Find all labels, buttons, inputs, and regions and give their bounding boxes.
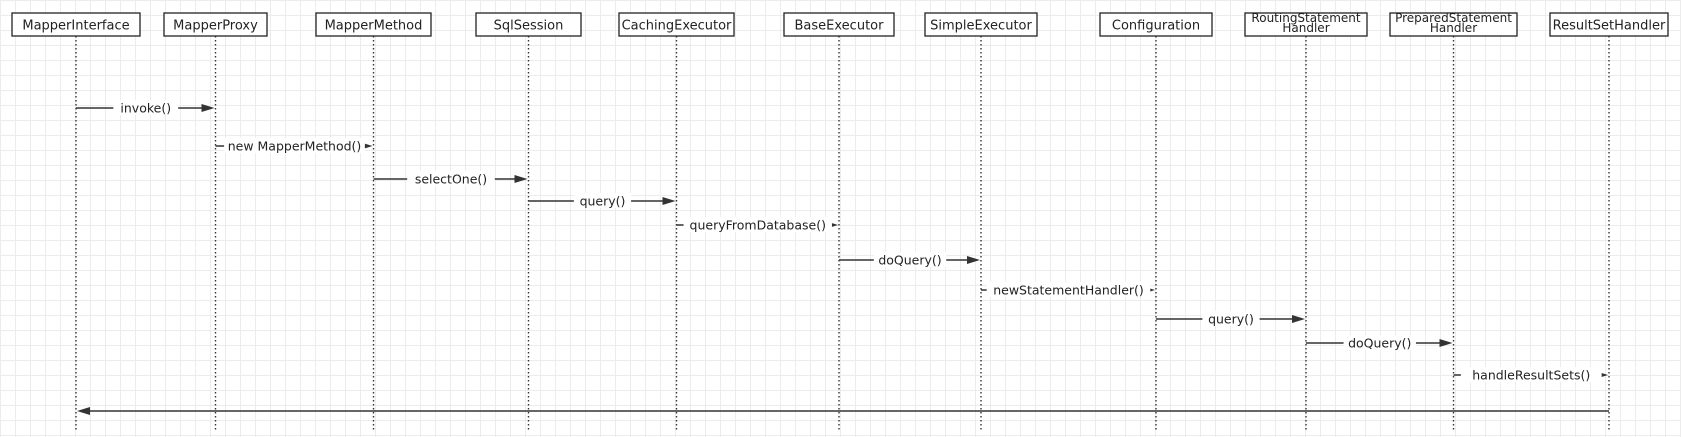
participant-label: CachingExecutor <box>622 19 732 34</box>
participant-box-sql-session <box>475 12 582 37</box>
participant-box-caching-executor <box>618 12 735 37</box>
message-label: selectOne() <box>415 172 487 187</box>
participant-box-mapper-interface <box>11 12 141 37</box>
message-label-background <box>873 252 947 267</box>
message-label: invoke() <box>120 101 171 116</box>
participant-label: MapperMethod <box>325 19 423 34</box>
message-label-background <box>407 171 495 186</box>
message-label-background <box>1202 311 1260 326</box>
participant-label: BaseExecutor <box>795 19 885 34</box>
message-label-background <box>683 217 832 232</box>
message-arrow-head <box>967 256 980 264</box>
message-arrow-head <box>201 104 215 112</box>
message-label-background <box>224 138 365 153</box>
participant-box-routing-statement-handler <box>1244 12 1368 37</box>
participant-label: Handler <box>1430 21 1477 35</box>
participant-label: SimpleExecutor <box>930 19 1032 34</box>
participant-box-simple-executor <box>924 12 1038 37</box>
message-label-background <box>1460 367 1602 382</box>
participant-label: RoutingStatement <box>1251 11 1360 25</box>
message-label: query() <box>1208 312 1254 327</box>
participant-box-base-executor <box>783 12 895 37</box>
participant-label: MapperInterface <box>22 19 129 34</box>
message-label: handleResultSets() <box>1472 368 1590 383</box>
participant-box-mapper-method <box>315 12 432 37</box>
message-label-background <box>573 193 632 208</box>
message-label-background <box>113 100 179 115</box>
participant-label: Configuration <box>1112 19 1200 34</box>
message-label: newStatementHandler() <box>993 283 1144 298</box>
participant-label: PreparedStatement <box>1395 11 1512 25</box>
message-label-background <box>1343 335 1416 350</box>
message-arrow-head <box>1439 339 1453 347</box>
participant-label: ResultSetHandler <box>1553 19 1666 34</box>
participant-label: SqlSession <box>494 19 564 34</box>
participant-label: MapperProxy <box>173 19 258 34</box>
participant-box-prepared-statement-handler <box>1389 12 1518 37</box>
message-arrow-head <box>1292 315 1305 323</box>
message-label-background <box>986 282 1151 297</box>
message-arrow-head <box>77 407 90 415</box>
participant-box-configuration <box>1099 12 1213 37</box>
message-label: new MapperMethod() <box>228 139 362 154</box>
message-label: doQuery() <box>878 253 941 268</box>
participant-box-result-set-handler <box>1549 12 1669 37</box>
participant-label: Handler <box>1282 21 1329 35</box>
message-label: query() <box>580 194 626 209</box>
message-label: queryFromDatabase() <box>690 218 826 233</box>
message-label: doQuery() <box>1348 336 1411 351</box>
participant-box-mapper-proxy <box>163 12 268 37</box>
message-arrow-head <box>662 197 676 205</box>
message-arrow-head <box>514 175 528 183</box>
